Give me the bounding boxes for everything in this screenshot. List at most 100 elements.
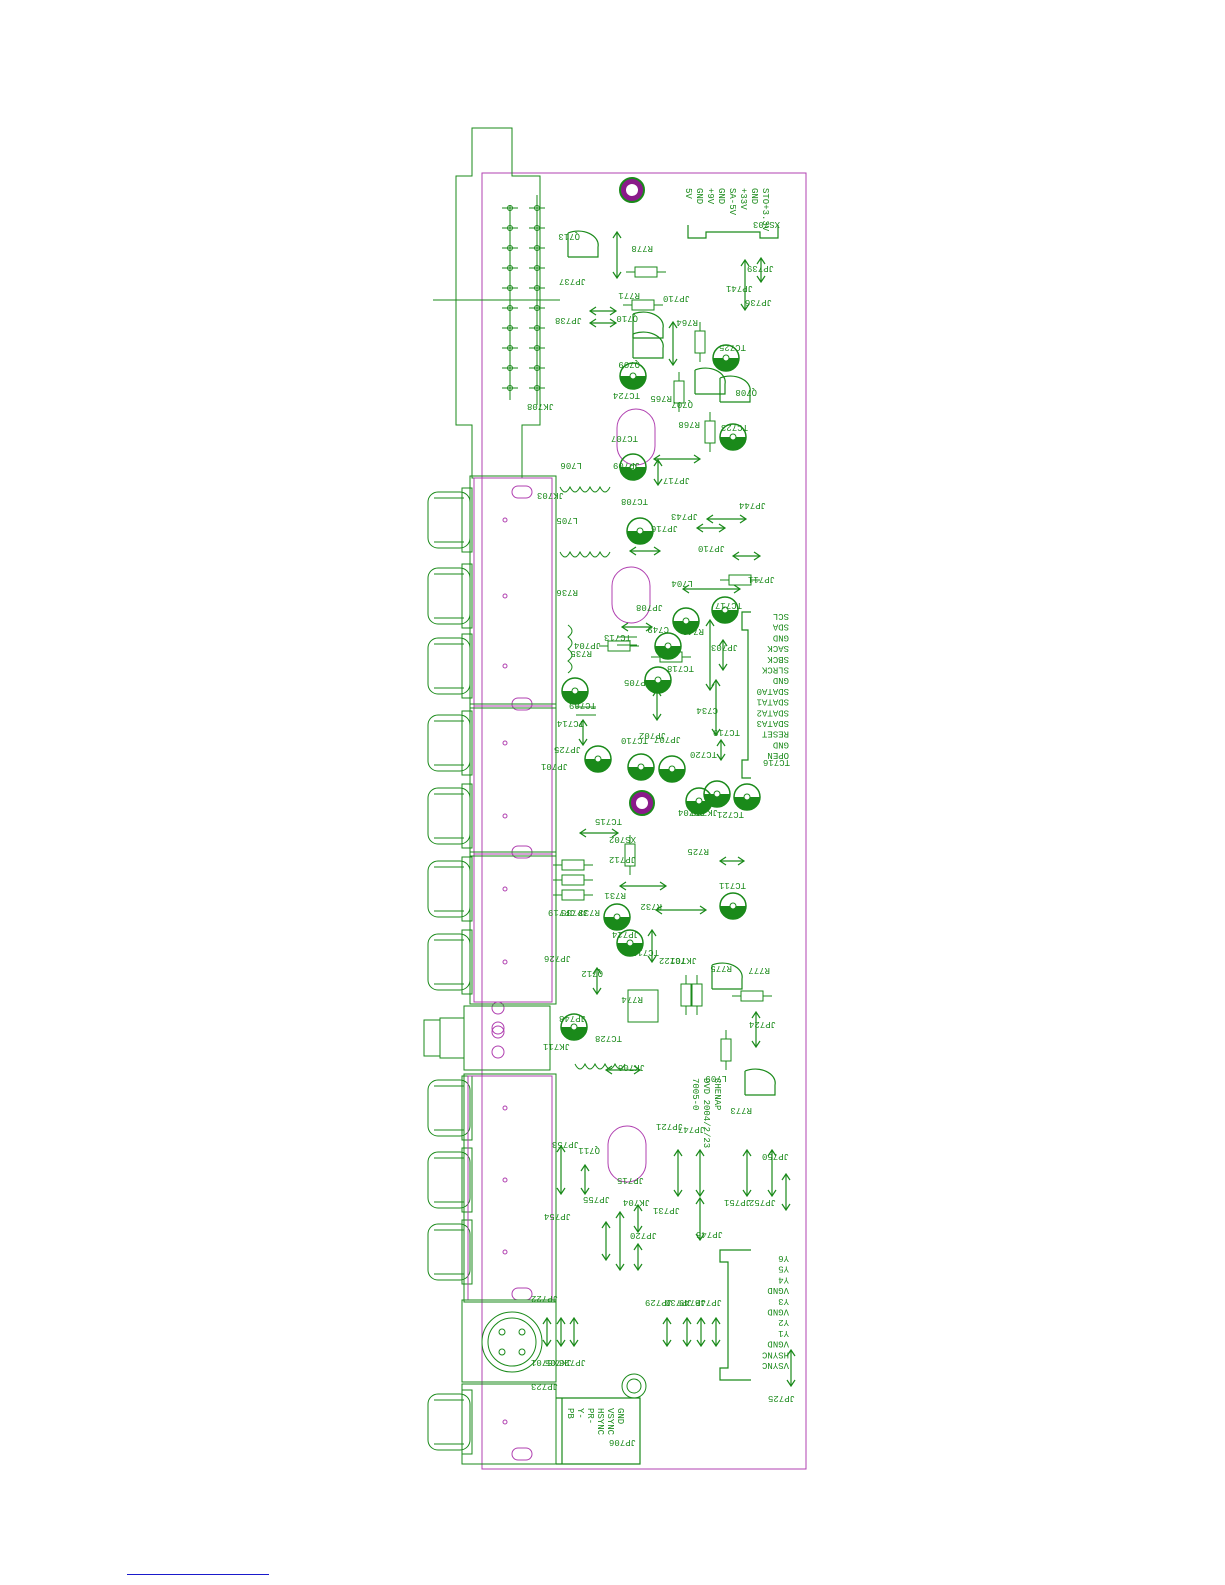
electrolytic-cap-fill (620, 376, 646, 389)
rca-jack-body (427, 787, 471, 845)
jumper-arrowheads (756, 256, 766, 284)
rca-jack-body (427, 637, 471, 695)
ref-designator: JP707 (654, 734, 681, 744)
ref-designator: JP741 (726, 283, 753, 293)
jumper-arrowheads (767, 1148, 777, 1198)
rca-jack-body (427, 714, 471, 772)
electrolytic-cap-pad (654, 676, 662, 684)
ref-designator: JP725 (554, 744, 581, 754)
electrolytic-cap-fill (713, 358, 739, 371)
connector-xs704 (556, 1397, 641, 1465)
jumper-arrowheads (647, 928, 657, 964)
ref-designator: TC721 (717, 809, 744, 819)
electrolytic-cap-fill (561, 1027, 587, 1040)
ref-designator: R731 (604, 890, 626, 900)
ref-designator: TC716 (763, 757, 790, 767)
electrolytic-cap-pad (636, 527, 644, 535)
rca-pad (502, 1177, 508, 1183)
xs703-pin-label: GND (716, 188, 726, 204)
ref-designator: JK701 (670, 955, 697, 965)
ref-designator: JK704 (623, 1197, 650, 1207)
xs701-pin-label: Y3 (778, 1296, 789, 1306)
xs703-pin-label: SA-5V (727, 188, 737, 216)
ref-designator: Q707 (671, 399, 693, 409)
footer-link-underline[interactable] (127, 1574, 269, 1575)
jumper-arrowheads (716, 738, 726, 762)
inductor (574, 1062, 626, 1070)
ref-designator: JP704 (678, 807, 705, 817)
jumper-arrowheads (542, 1316, 552, 1348)
jumper-arrowheads (556, 1316, 566, 1348)
jack-housings (467, 477, 553, 1301)
xs702-pin-label: SLRCK (761, 665, 789, 675)
electrolytic-capacitors (560, 344, 761, 1041)
ref-designator: R725 (687, 846, 709, 856)
ref-designator: R771 (618, 290, 640, 300)
resistor-body (694, 330, 706, 354)
connector-xs702 (741, 611, 751, 779)
jumper-arrowheads (652, 688, 662, 722)
jumper-arrowheads (695, 1148, 705, 1198)
ref-designator: R735 (570, 648, 592, 658)
xs703-pin-label: 5V (683, 188, 693, 199)
jumper-arrowheads (653, 458, 663, 487)
jumper-arrowheads (556, 1144, 566, 1196)
jk708-pins (502, 205, 545, 391)
ref-designator: JP711 (748, 574, 775, 584)
electrolytic-cap-pad (571, 687, 579, 695)
xs701-pin-label: VGND (767, 1285, 789, 1295)
rca-jack-flange (461, 710, 473, 776)
xs701-pin-label: VGND (767, 1307, 789, 1317)
rca-jack-flange (461, 633, 473, 699)
electrolytic-cap-pad (629, 463, 637, 471)
ref-designator: JK711 (543, 1041, 570, 1051)
ref-designator: JP715 (617, 1175, 644, 1185)
jumper-arrowheads (673, 1148, 683, 1198)
jumper-arrowheads (786, 1348, 796, 1388)
rca-slot (511, 485, 533, 499)
ref-designator: TC718 (667, 663, 694, 673)
ref-designator: R773 (730, 1105, 752, 1115)
ref-designator: C749 (647, 624, 669, 634)
jk711-box (627, 989, 659, 1023)
xs702-pin-label: SDATA1 (757, 697, 789, 707)
resistor-body (704, 420, 716, 444)
ref-designator: TC728 (595, 1033, 622, 1043)
ref-designator: JP738 (555, 315, 582, 325)
ref-designator: JP714 (612, 929, 639, 939)
electrolytic-cap-fill (627, 531, 653, 544)
xs702-pin-label: SBCK (767, 654, 789, 664)
resistor-body (634, 266, 658, 278)
ref-designator: XS703 (753, 219, 780, 229)
ref-designator: JP703 (711, 642, 738, 652)
rca-pad (502, 593, 508, 599)
resistor-body (728, 574, 752, 586)
ref-designator: R765 (650, 393, 672, 403)
ref-designator: R778 (631, 243, 653, 253)
electrolytic-cap-pad (721, 606, 729, 614)
ref-designator: JP737 (559, 276, 586, 286)
rca-jack-flange (461, 487, 473, 553)
ref-designator: Q713 (558, 231, 580, 241)
transistor-outline (567, 230, 599, 258)
ref-designator: TC712 (632, 947, 659, 957)
ref-designator: JP701 (541, 761, 568, 771)
jk706-pad (491, 1045, 505, 1059)
electrolytic-cap-pad (695, 797, 703, 805)
ref-designator: JP754 (544, 1211, 571, 1221)
rca-pad (502, 1105, 508, 1111)
electrolytic-cap-fill (704, 794, 730, 807)
jumper-arrowheads (681, 584, 742, 594)
ref-designator: JP704 (574, 640, 601, 650)
xs704-pin-label: GND (615, 1408, 625, 1424)
ref-designator: JK708 (527, 401, 554, 411)
ref-designator: JK702 (691, 807, 718, 817)
electrolytic-cap-pad (664, 642, 672, 650)
electrolytic-cap-fill (645, 680, 671, 693)
ref-designator: JP709 (613, 460, 640, 470)
jumper-arrowheads (578, 718, 588, 747)
xs704-pin-label: Y- (575, 1408, 585, 1419)
xs702-pin-label: OPEN (767, 750, 789, 760)
resistor-body (740, 990, 764, 1002)
